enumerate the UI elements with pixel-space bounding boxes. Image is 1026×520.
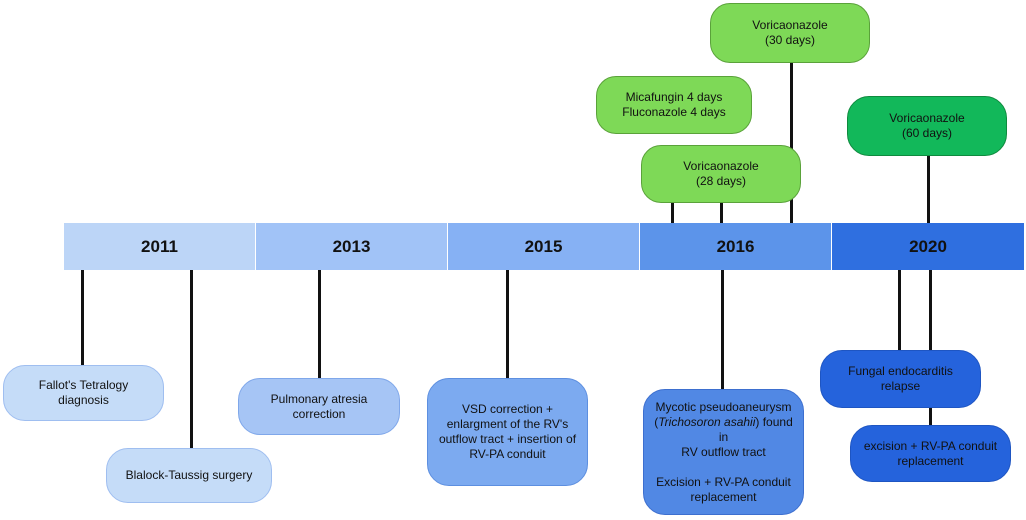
event-mycotic-line3: RV outflow tract [681,444,766,459]
year-label-2011: 2011 [141,236,178,256]
event-blalock-taussig: Blalock-Taussig surgery [106,448,272,503]
connector-vsd [506,270,509,380]
event-fungal-relapse: Fungal endocarditis relapse [820,350,981,408]
connector-micafungin [671,200,674,223]
connector-vori30 [790,62,793,223]
connector-vori28 [720,203,723,223]
event-mycotic-paren-close: ) found in [718,414,793,444]
connector-pulmonary [318,270,321,380]
connector-blalock [190,270,193,451]
year-segment-2011: 2011 [64,223,255,270]
timeline-bar: 2011 2013 2015 2016 2020 [64,223,1024,270]
event-pulmonary-line1: Pulmonary atresia [270,391,368,406]
event-mycotic-pseudoaneurysm: Mycotic pseudoaneurysm (Trichosoron asah… [643,389,804,515]
event-mycotic-line4: Excision + RV-PA conduit [656,474,791,489]
treatment-micafungin-fluconazole: Micafungin 4 days Fluconazole 4 days [596,76,752,134]
event-relapse-text: Fungal endocarditis relapse [848,364,953,393]
vori60-line1: Voricaonazole [889,111,965,125]
year-segment-2015: 2015 [448,223,639,270]
event-pulmonary-line2: correction [292,406,346,421]
connector-vori60 [927,155,930,223]
vori30-line2: (30 days) [764,33,816,47]
treatment-voricaonazole-30: Voricaonazole (30 days) [710,3,870,63]
vori30-line1: Voricaonazole [752,18,828,32]
connector-mycotic [721,270,724,391]
event-vsd-line2: enlargment of the RV's [446,417,569,431]
event-vsd-line4: RV-PA conduit [469,447,546,461]
year-segment-2013: 2013 [256,223,447,270]
event-excision-2020: excision + RV-PA conduit replacement [850,425,1011,482]
connector-fallot [81,270,84,366]
vori28-line2: (28 days) [695,174,747,188]
year-label-2020: 2020 [909,236,947,256]
connector-excision-2020 [929,270,932,426]
vori60-line2: (60 days) [901,126,953,140]
year-segment-2016: 2016 [640,223,831,270]
event-mycotic-line1: Mycotic pseudoaneurysm [655,399,792,414]
event-mycotic-organism: Trichosoron asahii [658,414,756,429]
event-mycotic-line5: replacement [690,489,757,504]
event-fallot-text: Fallot's Tetralogy diagnosis [38,378,129,407]
event-vsd-line1: VSD correction + [461,402,554,416]
year-label-2013: 2013 [332,236,371,256]
mica-line1: Micafungin 4 days [625,90,723,104]
event-vsd-correction: VSD correction + enlargment of the RV's … [427,378,588,486]
event-excision-line2: replacement [897,453,964,468]
event-mycotic-paren-open: ( [654,414,659,429]
year-segment-2020: 2020 [832,223,1024,270]
treatment-voricaonazole-60: Voricaonazole (60 days) [847,96,1007,156]
event-excision-line1: excision + RV-PA conduit [863,438,998,453]
event-fallot-diagnosis: Fallot's Tetralogy diagnosis [3,365,164,421]
vori28-line1: Voricaonazole [683,159,759,173]
event-vsd-line3: outflow tract + insertion of [438,432,577,446]
treatment-voricaonazole-28: Voricaonazole (28 days) [641,145,801,203]
event-blalock-text: Blalock-Taussig surgery [125,468,253,482]
year-label-2016: 2016 [716,236,755,256]
connector-relapse [898,270,901,352]
event-mycotic-line2: (Trichosoron asahii) found in [654,415,793,445]
event-pulmonary-atresia: Pulmonary atresia correction [238,378,400,435]
year-label-2015: 2015 [524,236,563,256]
mica-line2: Fluconazole 4 days [622,105,726,119]
